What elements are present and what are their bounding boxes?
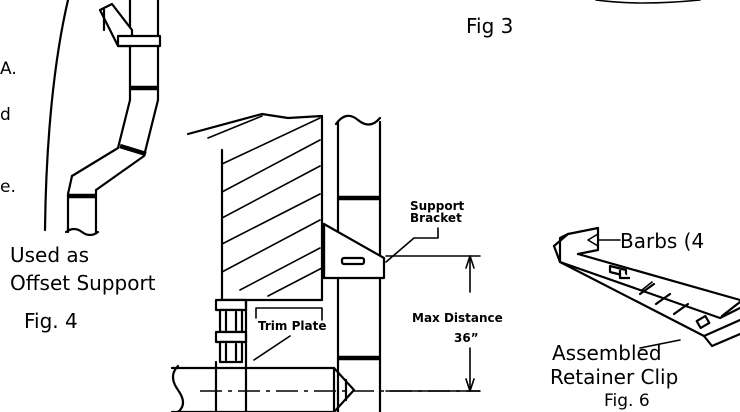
fig6-label: Fig. 6: [604, 391, 650, 411]
support-bracket-label-line1: Support: [410, 199, 465, 213]
trim-plate-label: Trim Plate: [258, 319, 326, 333]
support-bracket-label-line2: Bracket: [410, 211, 462, 225]
horizontal-flue-pipe: [170, 360, 480, 412]
fig4-label: Fig. 4: [24, 309, 78, 333]
fig3-label: Fig 3: [466, 14, 513, 38]
fig4-offset-pipe: [43, 0, 162, 237]
retainer-caption-line2: Retainer Clip: [550, 365, 678, 389]
trim-plate-assembly: [214, 298, 248, 374]
retainer-caption-line1: Assembled: [552, 341, 662, 365]
support-bracket: [322, 222, 386, 280]
fig4-leader-line: [43, 0, 70, 232]
fig4-caption-line1: Used as: [10, 243, 89, 267]
wall-section: [186, 112, 324, 302]
trim-plate-leader: [253, 335, 291, 361]
support-bracket-leader: [385, 227, 439, 263]
fig4-caption-line2: Offset Support: [10, 271, 156, 295]
barbs-arrow: [587, 233, 599, 247]
max-distance-value: 36”: [454, 331, 479, 345]
cut-text-a: A.: [0, 59, 17, 79]
barbs-label: Barbs (4: [620, 229, 704, 253]
max-distance-label: Max Distance: [412, 311, 503, 325]
retainer-caption-leader: [639, 339, 681, 349]
retainer-clip: [552, 226, 740, 348]
cut-text-d: d: [0, 105, 11, 125]
cut-text-e: e.: [0, 177, 16, 197]
fig3-cut-text: [595, 0, 701, 4]
max-distance-dimension: [385, 255, 481, 392]
